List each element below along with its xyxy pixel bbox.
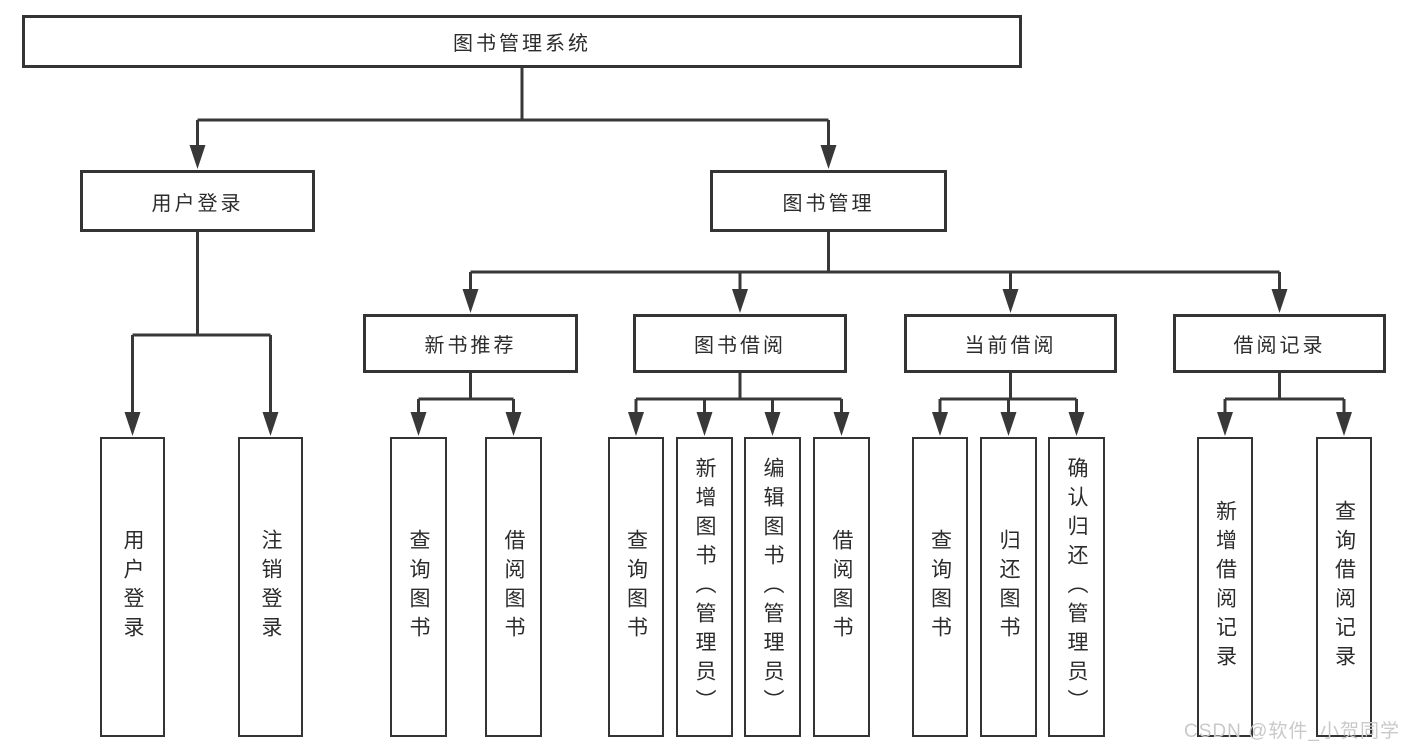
- node-book-borrowing: 图书借阅: [633, 314, 847, 373]
- arrowhead-icon: [1000, 412, 1017, 436]
- leaf-records-add-record: 新增借阅记录: [1197, 437, 1253, 737]
- arrowhead-icon: [1002, 289, 1019, 313]
- node-library-system: 图书管理系统: [22, 15, 1022, 68]
- connector-user-login-to-leaves: [131, 232, 272, 427]
- arrowhead-icon: [1217, 412, 1233, 436]
- connector-new-book-to-leaves: [417, 373, 515, 427]
- arrowhead-icon: [820, 145, 837, 169]
- csdn-watermark: CSDN @软件_小贺同学: [1184, 721, 1400, 742]
- arrowhead-icon: [262, 412, 279, 436]
- arrowhead-icon: [462, 289, 479, 313]
- connector-book-borrow-to-leaves: [634, 373, 843, 427]
- arrowhead-icon: [764, 412, 781, 436]
- leaf-current-return-book: 归还图书: [980, 437, 1037, 737]
- node-current-borrowing: 当前借阅: [904, 314, 1117, 373]
- leaf-borrow-borrow-book: 借阅图书: [813, 437, 870, 737]
- leaf-user-login: 用户登录: [100, 437, 165, 737]
- leaf-borrow-edit-book-admin: 编辑图书（管理员）: [744, 437, 801, 737]
- arrowhead-icon: [1068, 412, 1085, 436]
- leaf-records-query-record: 查询借阅记录: [1316, 437, 1372, 737]
- arrowhead-icon: [732, 289, 748, 313]
- leaf-current-query-book: 查询图书: [912, 437, 968, 737]
- arrowheads-group: [124, 145, 1352, 436]
- arrowhead-icon: [124, 412, 141, 436]
- leaf-recommend-query-book: 查询图书: [390, 437, 447, 737]
- arrowhead-icon: [932, 412, 948, 436]
- connector-book-management-to-level3: [469, 232, 1281, 304]
- arrowhead-icon: [1336, 412, 1352, 436]
- leaf-logout: 注销登录: [238, 437, 303, 737]
- arrowhead-icon: [833, 412, 850, 436]
- leaf-current-confirm-return-admin: 确认归还（管理员）: [1048, 437, 1105, 737]
- connector-records-to-leaves: [1223, 373, 1346, 427]
- arrowhead-icon: [696, 412, 713, 436]
- arrowhead-icon: [410, 412, 427, 436]
- arrowhead-icon: [628, 412, 644, 436]
- node-user-login: 用户登录: [80, 170, 315, 232]
- leaf-recommend-borrow-book: 借阅图书: [485, 437, 542, 737]
- leaf-borrow-add-book-admin: 新增图书（管理员）: [676, 437, 733, 737]
- arrowhead-icon: [189, 145, 206, 169]
- arrowhead-icon: [1271, 289, 1288, 313]
- leaf-borrow-query-book: 查询图书: [608, 437, 664, 737]
- connector-root-to-level2: [196, 68, 830, 160]
- node-book-management: 图书管理: [710, 170, 947, 232]
- arrowhead-icon: [505, 412, 522, 436]
- node-borrowing-records: 借阅记录: [1173, 314, 1386, 373]
- node-new-book-recommendation: 新书推荐: [363, 314, 578, 373]
